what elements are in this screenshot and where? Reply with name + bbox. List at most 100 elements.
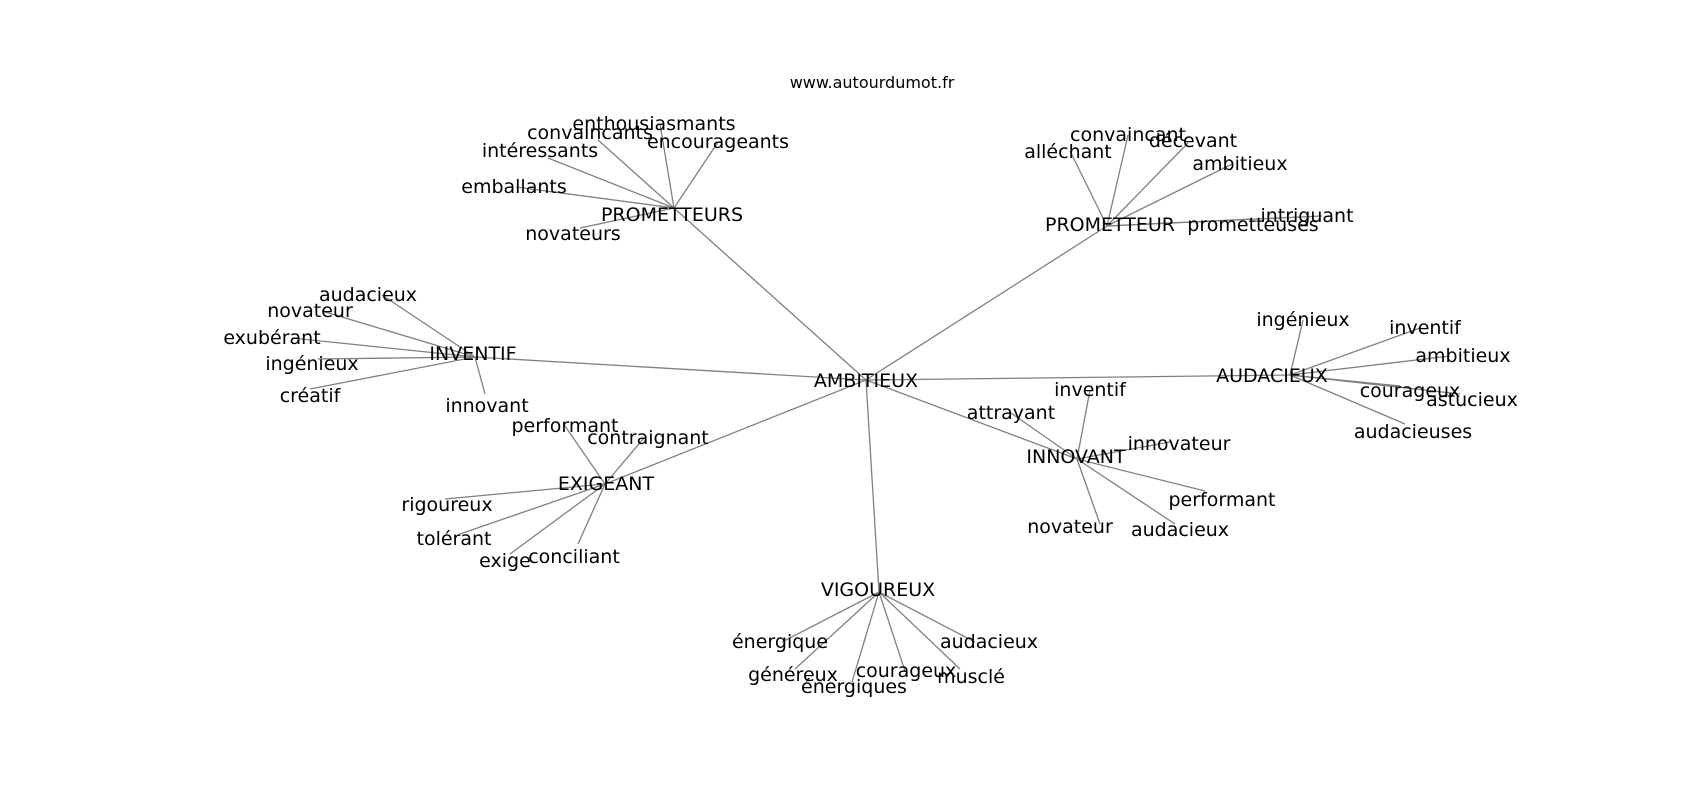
edge-prometteurs-0 — [659, 123, 675, 209]
cluster-node-exigeant[interactable]: EXIGEANT — [558, 473, 655, 495]
word-node[interactable]: intéressants — [482, 140, 598, 162]
edge-center-inventif — [474, 356, 867, 381]
edge-vigoureux-5 — [878, 591, 976, 643]
edge-prometteur-5 — [1106, 218, 1253, 227]
edge-vigoureux-0 — [781, 591, 880, 643]
edge-center-vigoureux — [865, 379, 880, 593]
edge-audacieux-1 — [1289, 327, 1421, 376]
cluster-node-audacieux[interactable]: AUDACIEUX — [1216, 365, 1328, 387]
word-node[interactable]: tolérant — [417, 528, 492, 550]
word-node[interactable]: énergique — [732, 631, 828, 653]
word-node[interactable]: performant — [512, 415, 619, 437]
word-node[interactable]: emballants — [461, 176, 567, 198]
edge-prometteurs-3 — [673, 141, 719, 209]
cluster-node-innovant[interactable]: INNOVANT — [1026, 446, 1126, 468]
word-node[interactable]: inventif — [1054, 379, 1127, 401]
edge-exigeant-4 — [509, 483, 606, 555]
edge-prometteur-0 — [1106, 134, 1129, 227]
edge-inventif-5 — [474, 356, 486, 395]
edge-exigeant-2 — [444, 483, 606, 500]
edge-inventif-3 — [317, 356, 476, 360]
word-node[interactable]: intriguant — [1260, 205, 1353, 227]
word-node[interactable]: prometteuses — [1187, 214, 1318, 236]
word-node[interactable]: performant — [1169, 489, 1276, 511]
cluster-node-prometteur[interactable]: PROMETTEUR — [1045, 214, 1175, 236]
edge-audacieux-4 — [1289, 374, 1461, 395]
word-node[interactable]: décevant — [1149, 130, 1237, 152]
word-node[interactable]: astucieux — [1426, 389, 1518, 411]
word-node[interactable]: exubérant — [223, 327, 320, 349]
edge-center-prometteurs — [673, 207, 867, 381]
cluster-node-vigoureux[interactable]: VIGOUREUX — [821, 579, 935, 601]
edge-innovant-4 — [1076, 458, 1101, 525]
edge-prometteurs-1 — [597, 139, 675, 209]
word-node[interactable]: courageux — [856, 660, 957, 682]
edge-vigoureux-3 — [878, 591, 906, 672]
cluster-node-inventif[interactable]: INVENTIF — [429, 343, 516, 365]
word-node[interactable]: créatif — [280, 385, 342, 407]
word-node[interactable]: énergiques — [801, 676, 907, 698]
edge-prometteurs-5 — [579, 207, 675, 229]
word-node[interactable]: contraignant — [587, 427, 709, 449]
edge-exigeant-5 — [577, 483, 606, 545]
edge-prometteurs-4 — [515, 186, 675, 209]
word-node[interactable]: novateur — [1027, 516, 1113, 538]
word-node[interactable]: audacieux — [1131, 519, 1229, 541]
edge-innovant-3 — [1076, 458, 1206, 492]
edge-vigoureux-1 — [794, 591, 880, 670]
word-node[interactable]: innovant — [445, 395, 528, 417]
edge-inventif-1 — [321, 310, 476, 358]
word-node[interactable]: conciliant — [528, 546, 620, 568]
word-node[interactable]: ingénieux — [265, 353, 358, 375]
edge-center-innovant — [865, 379, 1078, 460]
word-node[interactable]: audacieux — [940, 631, 1038, 653]
word-node[interactable]: généreux — [748, 664, 838, 686]
edge-audacieux-0 — [1289, 319, 1304, 376]
edge-center-audacieux — [865, 374, 1291, 381]
word-node[interactable]: attrayant — [967, 402, 1055, 424]
edge-prometteurs-2 — [547, 157, 675, 209]
edge-innovant-5 — [1076, 458, 1176, 525]
cluster-node-prometteurs[interactable]: PROMETTEURS — [601, 204, 743, 226]
word-node[interactable]: novateur — [267, 300, 353, 322]
edge-center-prometteur — [865, 225, 1108, 381]
edge-vigoureux-2 — [851, 591, 880, 683]
word-node[interactable]: innovateur — [1128, 433, 1231, 455]
edge-inventif-4 — [309, 356, 476, 390]
word-node[interactable]: ingénieux — [1256, 309, 1349, 331]
site-url: www.autourdumot.fr — [790, 73, 955, 92]
word-node[interactable]: convaincants — [527, 122, 653, 144]
edge-exigeant-3 — [459, 483, 606, 535]
labels: AMBITIEUX PROMETTEURSenthousiasmantsconv… — [223, 113, 1518, 698]
word-node[interactable]: alléchant — [1024, 141, 1112, 163]
word-node[interactable]: exige — [479, 550, 531, 572]
word-node[interactable]: ambitieux — [1415, 345, 1510, 367]
edge-inventif-0 — [381, 294, 476, 358]
word-node[interactable]: convaincant — [1070, 124, 1186, 146]
word-node[interactable]: musclé — [937, 666, 1005, 688]
edge-prometteur-3 — [1106, 163, 1233, 227]
edge-audacieux-2 — [1289, 355, 1451, 376]
word-node[interactable]: inventif — [1389, 317, 1462, 339]
word-node[interactable]: enthousiasmants — [572, 113, 735, 135]
edge-inventif-2 — [291, 337, 476, 358]
edge-vigoureux-4 — [878, 591, 961, 670]
word-node[interactable]: encourageants — [647, 131, 789, 153]
word-node[interactable]: courageux — [1360, 380, 1461, 402]
word-node[interactable]: audacieuses — [1354, 421, 1472, 443]
word-node[interactable]: novateurs — [525, 223, 620, 245]
word-node[interactable]: ambitieux — [1192, 153, 1287, 175]
edge-exigeant-1 — [604, 437, 645, 485]
word-node[interactable]: audacieux — [319, 284, 417, 306]
word-node[interactable]: rigoureux — [401, 494, 492, 516]
edge-exigeant-0 — [564, 425, 606, 485]
edge-innovant-2 — [1076, 441, 1171, 460]
edge-prometteur-1 — [1069, 150, 1108, 227]
edge-center-exigeant — [604, 379, 867, 485]
edge-audacieux-5 — [1289, 374, 1406, 425]
edge-innovant-1 — [1010, 412, 1078, 460]
center-word[interactable]: AMBITIEUX — [814, 370, 918, 392]
edge-innovant-0 — [1076, 389, 1091, 460]
edge-prometteur-2 — [1106, 142, 1189, 227]
